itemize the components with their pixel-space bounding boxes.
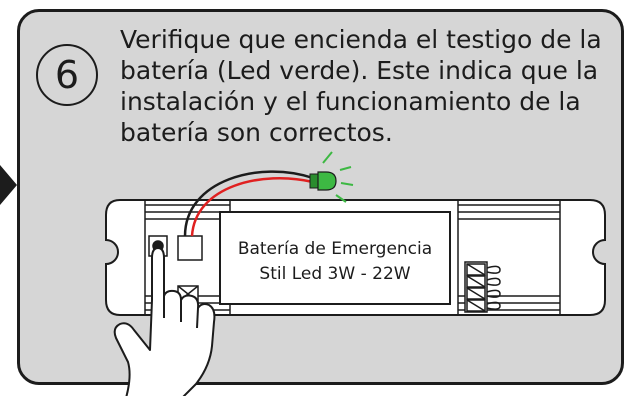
instruction-text: Verifique que encienda el testigo de la … (120, 24, 602, 148)
instruction-line-2: batería (Led verde). Este indica que la (120, 56, 599, 85)
device-label-line-1: Batería de Emergencia (238, 239, 432, 259)
instruction-line-3: instalación y el funcionamiento de la (120, 87, 581, 116)
arrow-marker-icon (0, 165, 17, 205)
device-label-line-2: Stil Led 3W - 22W (259, 264, 410, 284)
red-wire (190, 176, 314, 237)
instruction-card (17, 9, 624, 385)
terminal-block-icon (464, 261, 501, 313)
instruction-line-4: batería son correctos. (120, 118, 393, 147)
instruction-line-1: Verifique que encienda el testigo de la (120, 25, 602, 54)
step-number-badge: 6 (36, 44, 98, 106)
device-label-box (219, 211, 451, 305)
pointing-hand-icon (113, 247, 216, 396)
green-led-icon (309, 151, 354, 203)
step-number: 6 (54, 53, 80, 97)
black-wire (183, 170, 314, 237)
led-socket (177, 235, 203, 261)
